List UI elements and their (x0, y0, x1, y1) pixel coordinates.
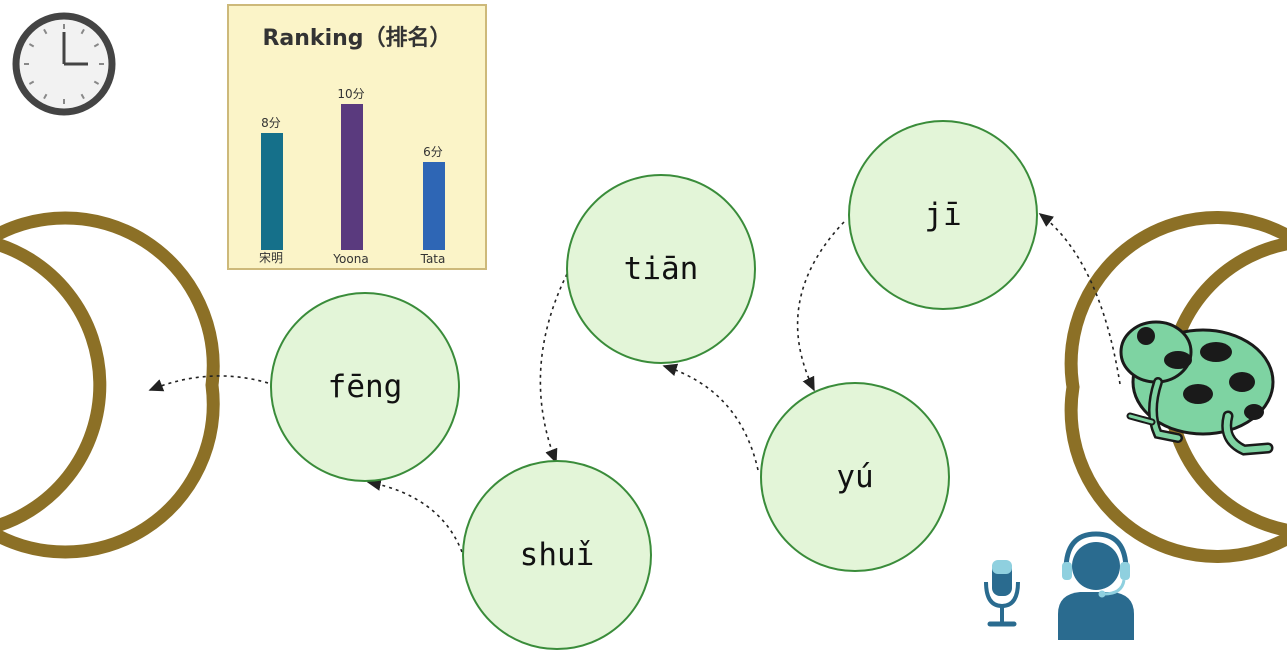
ranking-bar (341, 104, 363, 250)
ranking-bar-name: Tata (420, 252, 446, 266)
ranking-bar-group: 6分 Tata (415, 64, 451, 266)
ranking-bar (423, 162, 445, 250)
left-ring-arc (0, 211, 220, 559)
headset-agent-icon[interactable] (1058, 531, 1134, 640)
clock-icon (12, 12, 116, 116)
pinyin-node-feng[interactable]: fēng (270, 292, 460, 482)
ranking-bar-value: 10分 (337, 87, 365, 101)
arrow-ji-to-yu (796, 221, 845, 392)
pinyin-label: yú (836, 459, 874, 495)
ranking-bar-group: 10分 Yoona (333, 64, 369, 266)
arrow-frog-to-ji (1038, 213, 1121, 385)
pinyin-node-tian[interactable]: tiān (566, 174, 756, 364)
ranking-bar (261, 133, 283, 250)
pinyin-label: tiān (623, 251, 699, 287)
pinyin-node-yu[interactable]: yú (760, 382, 950, 572)
pinyin-node-shui[interactable]: shuǐ (462, 460, 652, 650)
ranking-bar-name: Yoona (333, 252, 369, 266)
ranking-title: Ranking（排名） (262, 26, 452, 51)
pinyin-label: jī (924, 197, 962, 233)
ranking-bar-value: 6分 (423, 145, 443, 160)
arrow-tian-to-shui (539, 273, 568, 464)
left-ring (0, 238, 107, 532)
ranking-bar-name: 宋明 (258, 251, 283, 265)
pinyin-node-ji[interactable]: jī (848, 120, 1038, 310)
ranking-panel: Ranking（排名） 8分宋明 10分 Yoona 6分 Tata (227, 4, 487, 270)
pinyin-label: shuǐ (519, 537, 595, 573)
ranking-bar-group: 8分宋明 (253, 64, 289, 265)
arrow-shui-to-feng (366, 478, 463, 553)
arrow-feng-to-ring (148, 375, 269, 392)
arrow-yu-to-tian (662, 363, 759, 471)
frog-icon[interactable] (1119, 320, 1275, 456)
microphone-icon[interactable] (984, 560, 1020, 627)
right-ring-arc (1064, 211, 1287, 563)
ranking-bar-value: 8分 (261, 116, 281, 131)
pinyin-label: fēng (327, 369, 403, 405)
